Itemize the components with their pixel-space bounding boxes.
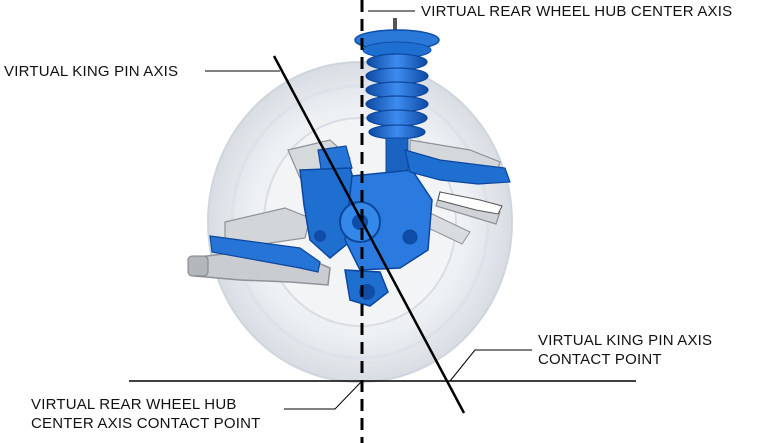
label-hub-contact-1: VIRTUAL REAR WHEEL HUB bbox=[31, 396, 237, 413]
label-king-pin-contact-1: VIRTUAL KING PIN AXIS bbox=[538, 332, 713, 349]
label-hub-contact-2: CENTER AXIS CONTACT POINT bbox=[31, 415, 261, 432]
leader-hub-contact bbox=[284, 380, 363, 410]
label-king-pin-contact-2: CONTACT POINT bbox=[538, 351, 662, 368]
king-pin-axis-line bbox=[272, 55, 466, 414]
leader-king-pin-contact bbox=[449, 349, 532, 382]
strut-spring-blue bbox=[354, 18, 440, 179]
label-king-pin-axis: VIRTUAL KING PIN AXIS bbox=[4, 63, 179, 80]
label-hub-center-axis: VIRTUAL REAR WHEEL HUB CENTER AXIS bbox=[421, 3, 733, 20]
